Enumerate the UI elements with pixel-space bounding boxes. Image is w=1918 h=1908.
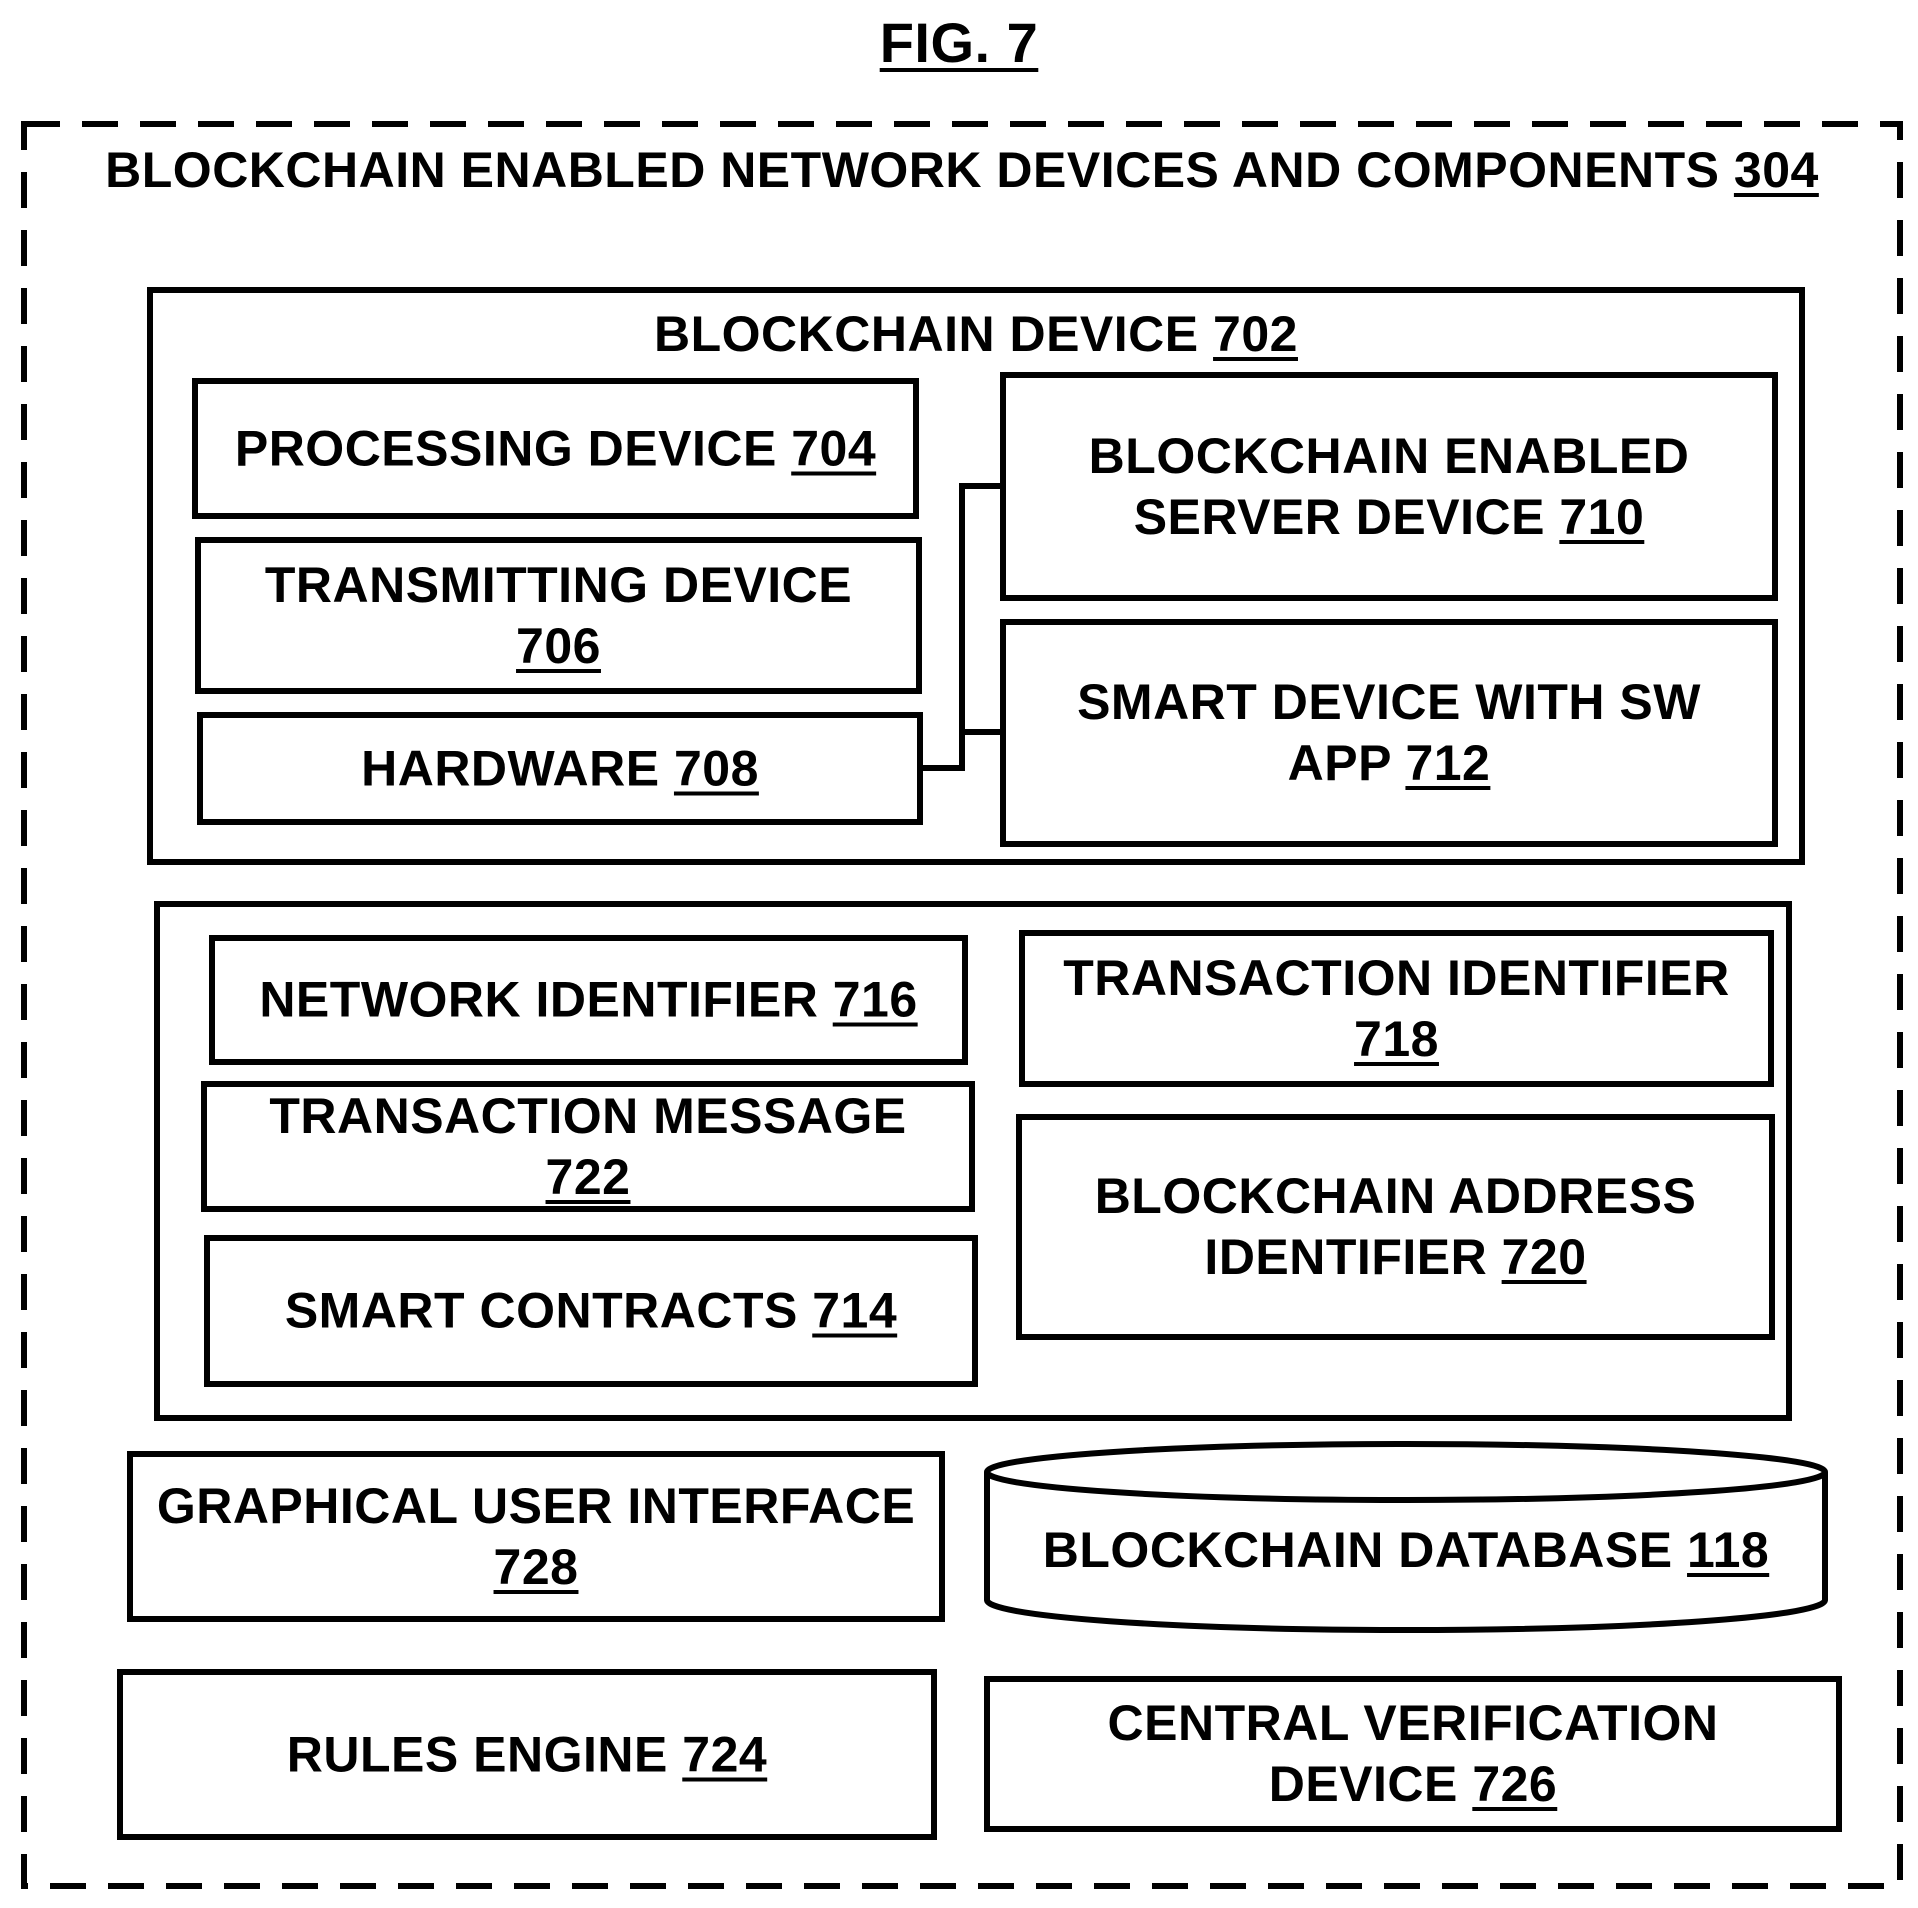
blockchain-server-box: BLOCKCHAIN ENABLED SERVER DEVICE 710 xyxy=(1000,372,1778,601)
central-verification-box: CENTRAL VERIFICATION DEVICE 726 xyxy=(984,1676,1842,1832)
processing-device-label: PROCESSING DEVICE 704 xyxy=(234,420,877,476)
blockchain-address-label: BLOCKCHAIN ADDRESS IDENTIFIER 720 xyxy=(1094,1168,1697,1285)
smart-contracts-box: SMART CONTRACTS 714 xyxy=(204,1235,978,1387)
transaction-identifier-label: TRANSACTION IDENTIFIER 718 xyxy=(1063,949,1730,1067)
blockchain-address-box: BLOCKCHAIN ADDRESS IDENTIFIER 720 xyxy=(1016,1114,1775,1340)
central-verification-label: CENTRAL VERIFICATION DEVICE 726 xyxy=(1107,1695,1719,1812)
outer-title: BLOCKCHAIN ENABLED NETWORK DEVICES AND C… xyxy=(105,142,1819,198)
transaction-identifier-box: TRANSACTION IDENTIFIER 718 xyxy=(1019,930,1774,1087)
gui-box: GRAPHICAL USER INTERFACE 728 xyxy=(127,1451,945,1622)
database-label: BLOCKCHAIN DATABASE 118 xyxy=(1042,1522,1770,1578)
smart-device-box: SMART DEVICE WITH SW APP 712 xyxy=(1000,619,1778,847)
rules-engine-box: RULES ENGINE 724 xyxy=(117,1669,937,1840)
gui-label: GRAPHICAL USER INTERFACE 728 xyxy=(156,1477,916,1595)
blockchain-device-title: BLOCKCHAIN DEVICE 702 xyxy=(654,306,1298,362)
figure-label: FIG. 7 xyxy=(879,11,1039,74)
smart-contracts-label: SMART CONTRACTS 714 xyxy=(284,1282,898,1339)
transaction-message-box: TRANSACTION MESSAGE 722 xyxy=(201,1081,975,1212)
transmitting-device-label: TRANSMITTING DEVICE 706 xyxy=(264,556,853,674)
smart-device-label: SMART DEVICE WITH SW APP 712 xyxy=(1077,674,1701,791)
transmitting-device-box: TRANSMITTING DEVICE 706 xyxy=(195,537,922,694)
network-identifier-label: NETWORK IDENTIFIER 716 xyxy=(259,971,918,1028)
transaction-message-label: TRANSACTION MESSAGE 722 xyxy=(269,1087,907,1205)
rules-engine-label: RULES ENGINE 724 xyxy=(286,1726,768,1782)
network-identifier-box: NETWORK IDENTIFIER 716 xyxy=(209,935,968,1065)
blockchain-server-label: BLOCKCHAIN ENABLED SERVER DEVICE 710 xyxy=(1088,427,1690,545)
processing-device-box: PROCESSING DEVICE 704 xyxy=(192,378,919,519)
hardware-box: HARDWARE 708 xyxy=(197,712,923,825)
hardware-label: HARDWARE 708 xyxy=(361,740,759,796)
